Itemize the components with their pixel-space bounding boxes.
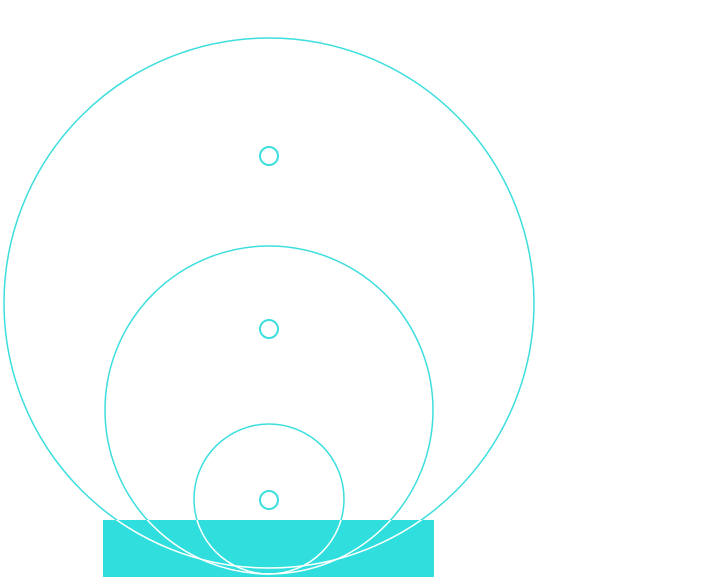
circle-outer-overlay-arc xyxy=(115,520,423,569)
circle-outer xyxy=(3,37,535,569)
platform-arc-overlay xyxy=(115,520,423,575)
center-marker-bottom xyxy=(259,490,279,510)
center-marker-top xyxy=(259,146,279,166)
circle-inner-overlay-arc xyxy=(196,520,342,575)
center-marker-middle xyxy=(259,319,279,339)
